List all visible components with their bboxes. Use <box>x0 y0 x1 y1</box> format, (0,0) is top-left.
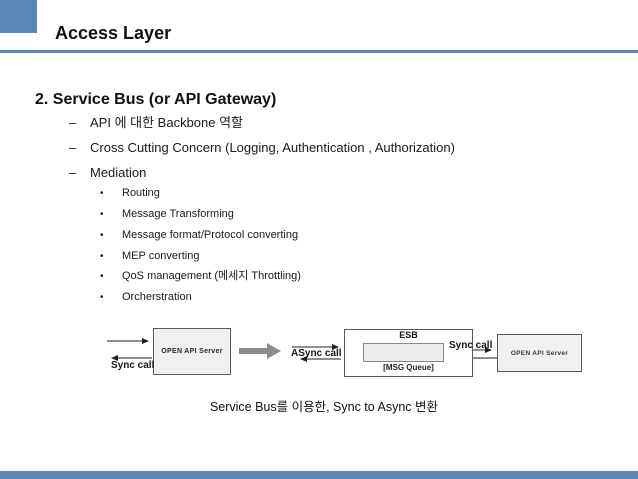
sub-bullet-item: • Message Transforming <box>100 208 234 221</box>
header-accent-square <box>0 0 37 33</box>
dot-bullet-icon: • <box>100 292 104 303</box>
left-api-server-label: OPEN API Server <box>161 348 223 355</box>
sub-bullet-text: Orcherstration <box>122 291 192 303</box>
bullet-text: API 에 대한 Backbone 역할 <box>90 115 244 130</box>
sync-call-label-right: Sync call <box>449 340 493 351</box>
async-call-label: ASync call <box>291 348 342 359</box>
sub-bullet-text: Routing <box>122 187 160 199</box>
section-heading: 2. Service Bus (or API Gateway) <box>35 91 277 108</box>
sub-bullet-text: Message Transforming <box>122 208 234 220</box>
right-api-server-box: OPEN API Server <box>497 334 582 372</box>
left-api-server-box: OPEN API Server <box>153 328 231 375</box>
bullet-item: –API 에 대한 Backbone 역할 <box>69 115 243 131</box>
dash-bullet-icon: – <box>69 140 77 155</box>
bullet-item: –Mediation <box>69 165 146 181</box>
bullet-text: Cross Cutting Concern (Logging, Authenti… <box>90 140 455 155</box>
sub-bullet-text: Message format/Protocol converting <box>122 229 299 241</box>
sub-bullet-item: • MEP converting <box>100 250 199 263</box>
dot-bullet-icon: • <box>100 188 104 199</box>
right-api-server-label: OPEN API Server <box>510 349 569 357</box>
sub-bullet-item: • Message format/Protocol converting <box>100 229 298 242</box>
sub-bullet-item: • Routing <box>100 187 160 200</box>
diagram-caption: Service Bus를 이용한, Sync to Async 변환 <box>209 400 439 414</box>
footer-bar <box>0 471 638 479</box>
bullet-text: Mediation <box>90 165 147 180</box>
slide-title: Access Layer <box>55 23 172 43</box>
dash-bullet-icon: – <box>69 115 77 130</box>
sync-call-label-left: Sync call <box>111 360 155 371</box>
msg-queue-label: [MSG Queue] <box>383 363 434 372</box>
msg-queue-box <box>363 343 444 362</box>
dot-bullet-icon: • <box>100 209 104 220</box>
dot-bullet-icon: • <box>100 230 104 241</box>
bullet-item: –Cross Cutting Concern (Logging, Authent… <box>69 140 455 156</box>
dash-bullet-icon: – <box>69 165 77 180</box>
sub-bullet-item: • Orcherstration <box>100 291 192 304</box>
dot-bullet-icon: • <box>100 271 104 282</box>
esb-label: ESB <box>399 330 418 340</box>
sub-bullet-item: • QoS management (메세지 Throttling) <box>100 270 301 283</box>
flow-arrow-icon <box>239 343 281 359</box>
sub-bullet-text: MEP converting <box>122 250 200 262</box>
sub-bullet-text: QoS management (메세지 Throttling) <box>122 270 301 282</box>
dot-bullet-icon: • <box>100 251 104 262</box>
header-rule <box>0 50 638 53</box>
